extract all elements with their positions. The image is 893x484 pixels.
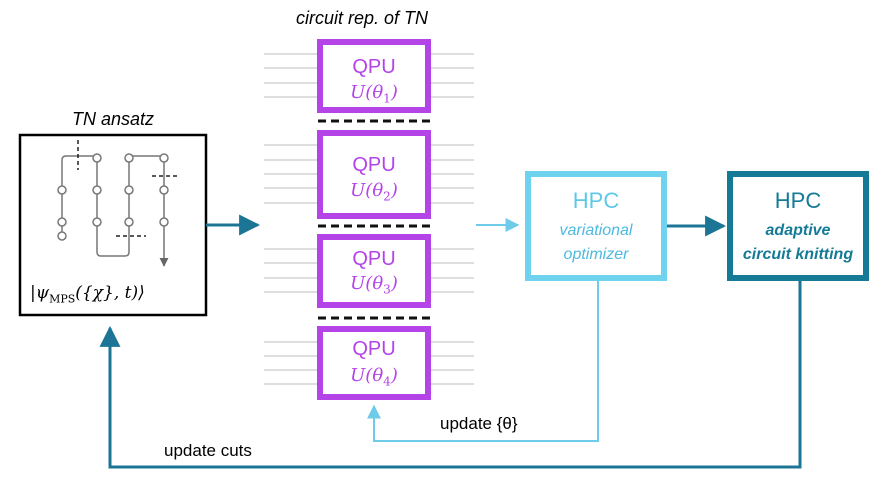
state-sub: MPS — [49, 292, 76, 306]
hpc-optimizer-box — [525, 171, 667, 281]
tn-ansatz-box — [18, 133, 208, 317]
qpu-box-1 — [317, 39, 431, 113]
qpu-unitary-2: U(θ2) — [350, 180, 398, 204]
update-cuts-label: update cuts — [164, 441, 252, 460]
qpu-unitary-1: U(θ1) — [350, 82, 398, 106]
circuit-title: circuit rep. of TN — [296, 8, 429, 28]
hpc-knitting-box — [727, 171, 869, 281]
circuit-cut-separators — [318, 119, 432, 320]
qpu-label-1: QPU — [352, 56, 396, 78]
hpc-knitting-title: HPC — [774, 188, 822, 213]
feedback-update-cuts — [99, 281, 802, 469]
cut-markers — [77, 140, 178, 237]
qpu-box-4 — [317, 326, 431, 400]
state-args: ({χ}, t)⟩ — [75, 283, 145, 303]
update-theta-label: update {θ} — [440, 414, 518, 433]
mps-tensor-nodes — [57, 153, 169, 241]
qpu-box-2 — [317, 130, 431, 219]
qpu-label-4: QPU — [352, 338, 396, 360]
qpu-unitary-3: U(θ3) — [350, 273, 398, 297]
tn-ansatz-label: TN ansatz — [72, 109, 155, 129]
qpu-box-3 — [317, 234, 431, 308]
hpc-optimizer-title: HPC — [572, 188, 620, 213]
feedback-update-theta — [367, 281, 599, 442]
qpu-label-3: QPU — [352, 248, 396, 270]
mps-snake-icon — [61, 155, 169, 267]
hpc-knitting-subtitle: adaptive circuit knitting — [742, 222, 854, 263]
mps-state-label: |ψMPS({χ}, t)⟩ — [30, 283, 145, 305]
state-ket: |ψ — [30, 283, 50, 303]
qubit-wires — [264, 53, 474, 385]
qpu-unitary-4: U(θ4) — [350, 365, 398, 389]
hpc-optimizer-subtitle: variational optimizer — [559, 222, 633, 263]
qpu-label-2: QPU — [352, 154, 396, 176]
